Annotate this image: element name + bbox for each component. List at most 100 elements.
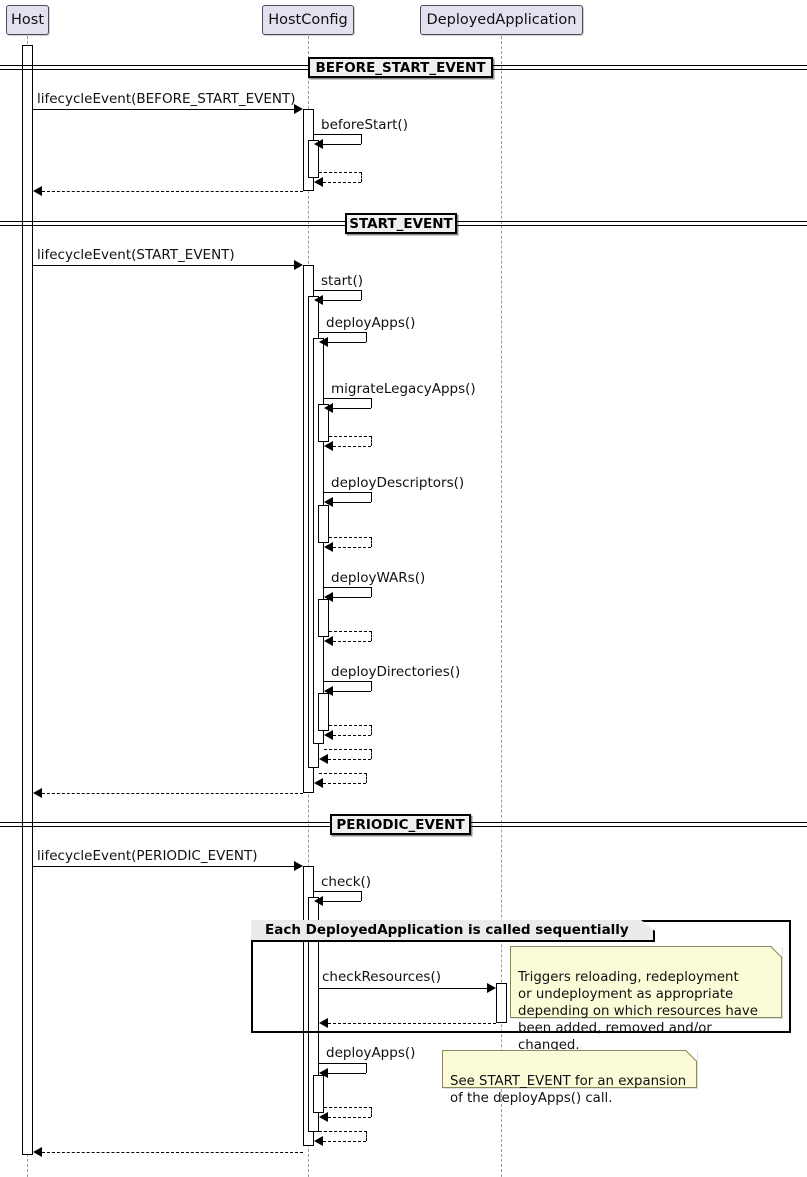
message-arrow-lifecycle-start <box>294 260 303 270</box>
message-label-deploy-apps-periodic: deployApps() <box>326 1045 416 1061</box>
message-line-lifecycle-periodic <box>33 866 295 867</box>
message-arrow-check-resources <box>487 983 496 993</box>
divider-rule-3-right-b <box>471 826 807 827</box>
return-line-periodic-l2-top <box>319 1131 367 1132</box>
message-line-deploy-apps-bottom <box>328 342 366 343</box>
message-vline-deploy-directories <box>371 681 372 691</box>
message-line-deploy-wars-bottom <box>333 597 371 598</box>
participant-deployedapplication-label: DeployedApplication <box>426 12 577 28</box>
message-arrow-deploy-directories <box>324 686 333 696</box>
message-vline-check <box>361 891 362 901</box>
return-arrow-lifecycle-before-start <box>33 186 42 196</box>
return-line-deploy-apps-periodic-top <box>324 1107 372 1108</box>
message-label-lifecycle-start: lifecycleEvent(START_EVENT) <box>37 247 235 263</box>
return-arrow-lifecycle-periodic <box>33 1147 42 1157</box>
return-line-lifecycle-before-start <box>42 191 303 192</box>
message-label-deploy-directories: deployDirectories() <box>331 664 461 680</box>
return-vline-before-start <box>361 172 362 182</box>
message-label-deploy-descriptors: deployDescriptors() <box>331 475 465 491</box>
message-line-check-bottom <box>323 901 361 902</box>
message-arrow-deploy-apps-periodic <box>319 1068 328 1078</box>
return-arrow-deploy-descriptors <box>324 542 333 552</box>
divider-start-event: START_EVENT <box>345 213 457 234</box>
message-label-deploy-wars: deployWARs() <box>331 570 426 586</box>
message-vline-before-start <box>361 134 362 144</box>
return-line-migrate-legacy-top <box>329 436 372 437</box>
message-line-before-start-top <box>314 134 362 135</box>
activation-hostconfig-deploy-wars <box>318 599 329 637</box>
return-vline-deploy-apps-periodic <box>371 1107 372 1117</box>
return-line-deploy-directories-bottom <box>333 735 371 736</box>
message-vline-deploy-descriptors <box>371 492 372 502</box>
message-line-check-resources <box>319 988 487 989</box>
message-label-check: check() <box>321 874 372 890</box>
divider-before-start-event: BEFORE_START_EVENT <box>308 57 493 78</box>
note-check-resources-fold <box>771 946 782 957</box>
divider-rule-3-left-a <box>0 822 330 823</box>
return-line-deploy-descriptors-top <box>329 537 372 538</box>
divider-label: START_EVENT <box>349 215 453 232</box>
participant-hostconfig[interactable]: HostConfig <box>262 5 354 35</box>
message-line-start-bottom <box>323 300 361 301</box>
message-line-start-top <box>314 290 362 291</box>
return-arrow-before-start <box>314 177 323 187</box>
return-line-lifecycle-start <box>42 793 303 794</box>
note-check-resources: Triggers reloading, redeployment or unde… <box>510 946 782 1053</box>
group-frame-label-tab: Each DeployedApplication is called seque… <box>251 920 655 942</box>
note-deploy-apps-expansion-fold <box>686 1050 697 1061</box>
divider-label: PERIODIC_EVENT <box>336 816 465 833</box>
return-vline-deploy-descriptors <box>371 537 372 547</box>
divider-rule-2-right-b <box>457 225 807 226</box>
return-arrow-check-resources <box>319 1018 328 1028</box>
divider-rule-1-right-b <box>493 69 807 70</box>
return-arrow-start <box>314 778 323 788</box>
message-label-lifecycle-periodic: lifecycleEvent(PERIODIC_EVENT) <box>37 848 258 864</box>
return-line-deploy-apps-top <box>324 749 372 750</box>
return-line-deploy-descriptors-bottom <box>333 547 371 548</box>
participant-host[interactable]: Host <box>6 5 49 35</box>
message-vline-start <box>361 290 362 300</box>
participant-host-label: Host <box>10 12 44 28</box>
message-line-check-top <box>314 891 362 892</box>
message-line-migrate-legacy-top <box>324 398 372 399</box>
activation-host-root <box>22 45 33 1155</box>
return-line-before-start-top <box>319 172 362 173</box>
divider-rule-2-right-a <box>457 221 807 222</box>
message-label-migrate-legacy-apps: migrateLegacyApps() <box>331 381 476 397</box>
return-vline-start <box>366 773 367 783</box>
return-line-check-resources <box>328 1023 496 1024</box>
return-vline-deploy-wars <box>371 631 372 641</box>
message-line-deploy-descriptors-bottom <box>333 502 371 503</box>
participant-deployedapplication[interactable]: DeployedApplication <box>420 5 583 35</box>
activation-hostconfig-migrate-legacy <box>318 404 329 442</box>
activation-hostconfig-deploy-directories <box>318 693 329 731</box>
message-vline-deploy-wars <box>371 587 372 597</box>
return-arrow-deploy-wars <box>324 636 333 646</box>
return-line-start-top <box>319 773 367 774</box>
return-line-migrate-legacy-bottom <box>333 446 371 447</box>
participant-hostconfig-label: HostConfig <box>268 12 348 28</box>
message-arrow-start <box>314 295 323 305</box>
return-line-deploy-wars-top <box>329 631 372 632</box>
note-text: Triggers reloading, redeployment or unde… <box>518 970 758 1054</box>
message-arrow-deploy-descriptors <box>324 497 333 507</box>
note-text: See START_EVENT for an expansion of the … <box>450 1074 687 1107</box>
return-line-deploy-apps-periodic-bottom <box>328 1117 371 1118</box>
return-line-periodic-l2-bottom <box>323 1141 366 1142</box>
lifeline-deployedapplication <box>501 36 502 1177</box>
message-arrow-before-start <box>314 139 323 149</box>
divider-rule-3-right-a <box>471 822 807 823</box>
divider-rule-2-left-a <box>0 221 345 222</box>
divider-rule-1-right-a <box>493 65 807 66</box>
message-line-before-start-bottom <box>323 144 361 145</box>
divider-periodic-event: PERIODIC_EVENT <box>330 814 471 835</box>
message-label-before-start: beforeStart() <box>321 117 408 133</box>
message-line-migrate-legacy-bottom <box>333 408 371 409</box>
message-line-deploy-apps-periodic-top <box>319 1063 367 1064</box>
message-line-lifecycle-before-start <box>33 109 295 110</box>
message-label-lifecycle-before-start: lifecycleEvent(BEFORE_START_EVENT) <box>37 91 296 107</box>
return-vline-deploy-directories <box>371 725 372 735</box>
message-label-start: start() <box>321 273 363 289</box>
divider-rule-1-left-a <box>0 65 308 66</box>
return-arrow-migrate-legacy <box>324 441 333 451</box>
